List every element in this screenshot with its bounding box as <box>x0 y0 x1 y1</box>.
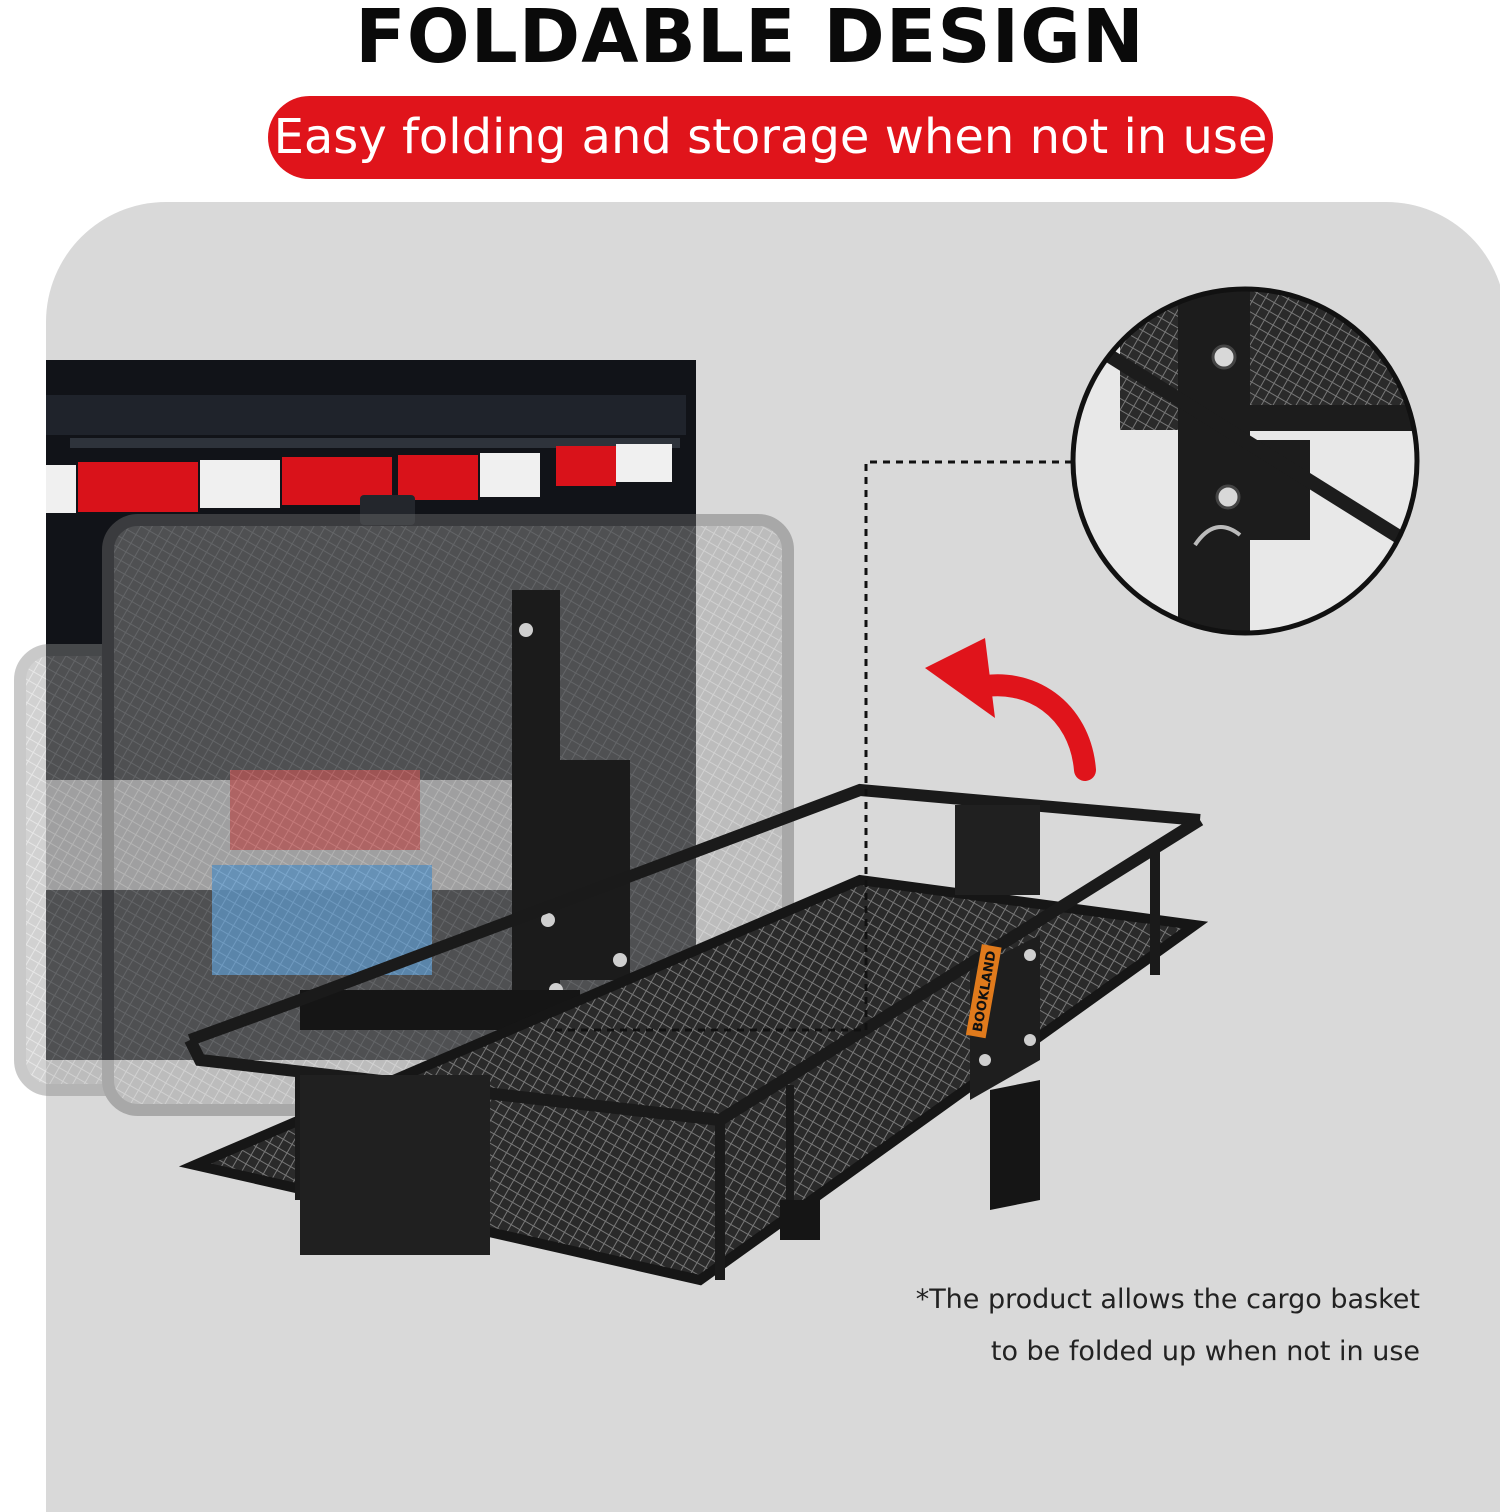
curved-arrow-icon <box>925 638 1096 781</box>
page-title: FOLDABLE DESIGN <box>355 0 1145 80</box>
callout-dashed-line <box>864 460 1072 1030</box>
subtitle-banner: Easy folding and storage when not in use <box>268 96 1273 179</box>
note-line-1: *The product allows the cargo basket <box>915 1284 1420 1315</box>
zoom-callout-icon <box>1070 286 1420 636</box>
brand-label-bg <box>965 944 1002 1039</box>
note-line-2: to be folded up when not in use <box>990 1336 1420 1367</box>
cargo-basket <box>178 783 1209 1286</box>
